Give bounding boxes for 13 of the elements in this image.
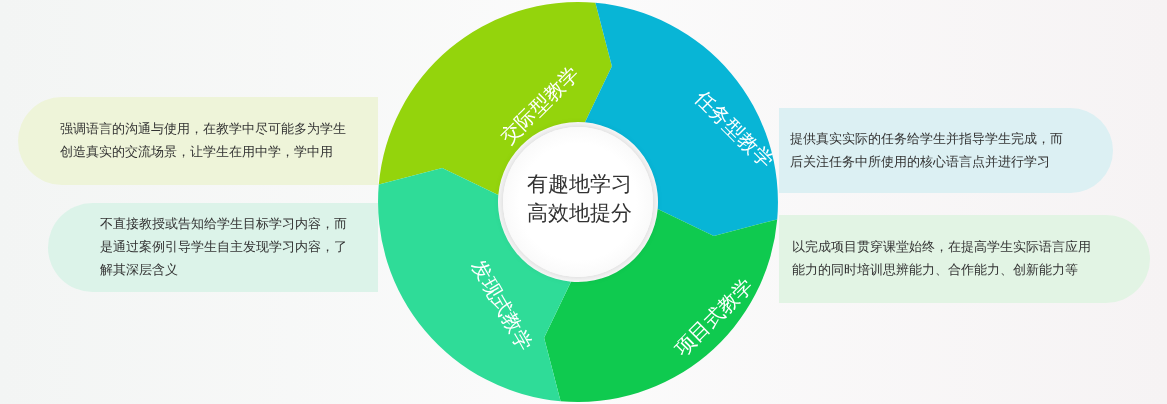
description-text: 提供真实实际的任务给学生并指导学生完成，而后关注任务中所使用的核心语言点并进行学习 [790,130,1064,171]
segment-label: 交际型教学 [495,60,585,151]
description-bubble [779,215,1150,303]
description-text: 不直接教授或告知给学生目标学习内容，而是通过案例引导学生自主发现学习内容，了解其深层含义 [100,215,348,279]
segment-label: 发现式教学 [466,255,539,356]
segment-label: 项目式教学 [669,272,759,363]
center-text: 有趣地学习高效地提分 [526,171,632,227]
description-bubble [48,203,378,292]
description-bubble [779,108,1113,193]
description-text: 强调语言的沟通与使用，在教学中尽可能多为学生创造真实的交流场景，让学生在用中学，学中用 [60,120,347,161]
description-text: 以完成项目贯穿课堂始终，在提高学生实际语言应用能力的同时培训思辨能力、合作能力、创新能力等 [792,238,1092,279]
description-bubble [18,97,378,185]
segment-label: 任务型教学 [689,84,779,175]
